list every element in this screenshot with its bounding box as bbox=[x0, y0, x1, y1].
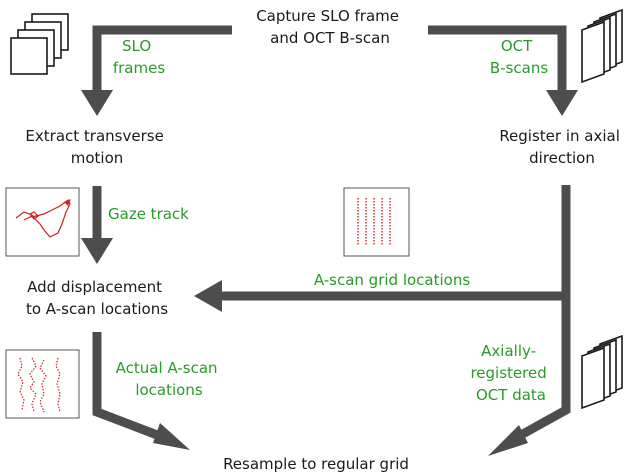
node-extract-line2: motion bbox=[71, 149, 124, 167]
arrow-add-to-resample bbox=[92, 332, 167, 443]
node-extract: Extract transverse motion bbox=[25, 127, 168, 167]
edge-oct-bscans-line2: B-scans bbox=[490, 59, 548, 77]
slo-stack-icon bbox=[10, 13, 69, 75]
arrows bbox=[81, 25, 578, 456]
arrowhead-extract bbox=[81, 90, 113, 116]
edge-axially-registered: Axially- registered OCT data bbox=[470, 342, 551, 404]
node-register-line2: direction bbox=[529, 149, 595, 167]
edge-axially-registered-line2: registered bbox=[470, 364, 546, 382]
bscan-1 bbox=[581, 20, 605, 84]
bscan2-1 bbox=[581, 346, 605, 410]
edge-slo-frames-line1: SLO bbox=[122, 37, 151, 55]
node-capture-line1: Capture SLO frame bbox=[256, 7, 399, 25]
gaze-track-path bbox=[15, 199, 71, 238]
slo-frame-1 bbox=[10, 37, 48, 75]
node-extract-line1: Extract transverse bbox=[25, 127, 163, 145]
edge-slo-frames: SLO frames bbox=[113, 37, 165, 77]
actual-column-2 bbox=[29, 357, 37, 413]
oct-stack-icon-2 bbox=[581, 334, 623, 410]
ascan-grid-thumbnail bbox=[343, 187, 410, 257]
arrow-register-down bbox=[509, 185, 571, 444]
arrowhead-register bbox=[546, 90, 578, 116]
edge-gaze-track: Gaze track bbox=[108, 205, 189, 223]
node-resample-line1: Resample to regular grid bbox=[223, 455, 409, 473]
edge-actual-ascan: Actual A-scan locations bbox=[116, 359, 223, 399]
node-add-line1: Add displacement bbox=[27, 278, 162, 296]
edge-actual-ascan-line1: Actual A-scan bbox=[116, 359, 218, 377]
edge-ascan-grid: A-scan grid locations bbox=[314, 271, 471, 289]
node-register-line1: Register in axial bbox=[499, 127, 620, 145]
oct-stack-icon bbox=[581, 8, 623, 84]
edge-axially-registered-line1: Axially- bbox=[481, 342, 536, 360]
gaze-track-path-2 bbox=[29, 211, 39, 220]
edge-actual-ascan-line2: locations bbox=[135, 381, 203, 399]
node-add: Add displacement to A-scan locations bbox=[26, 278, 168, 318]
edge-gaze-track-line1: Gaze track bbox=[108, 205, 189, 223]
arrowhead-add-left bbox=[194, 280, 222, 312]
edge-oct-bscans-line1: OCT bbox=[501, 37, 533, 55]
node-capture: Capture SLO frame and OCT B-scan bbox=[256, 7, 404, 47]
edge-ascan-grid-line1: A-scan grid locations bbox=[314, 271, 471, 289]
arrowhead-resample-left bbox=[153, 423, 190, 450]
actual-column-1 bbox=[17, 357, 25, 411]
gaze-track-frame bbox=[5, 187, 80, 257]
actual-column-3 bbox=[39, 359, 47, 413]
edge-axially-registered-line3: OCT data bbox=[476, 386, 546, 404]
node-capture-line2: and OCT B-scan bbox=[270, 29, 390, 47]
arrowhead-resample-right bbox=[488, 425, 528, 456]
gaze-track-thumbnail bbox=[5, 187, 80, 257]
node-add-line2: to A-scan locations bbox=[26, 300, 168, 318]
gaze-track-arrowhead bbox=[64, 199, 71, 206]
node-resample: Resample to regular grid bbox=[223, 455, 409, 473]
edge-oct-bscans: OCT B-scans bbox=[490, 37, 548, 77]
arrowhead-add bbox=[81, 238, 113, 264]
actual-column-4 bbox=[55, 357, 61, 413]
edge-slo-frames-line2: frames bbox=[113, 59, 165, 77]
arrow-capture-to-register bbox=[428, 25, 567, 92]
actual-ascan-thumbnail bbox=[5, 349, 80, 419]
node-register: Register in axial direction bbox=[499, 127, 624, 167]
ascan-grid-frame bbox=[343, 187, 410, 257]
arrow-capture-to-extract bbox=[92, 25, 232, 92]
